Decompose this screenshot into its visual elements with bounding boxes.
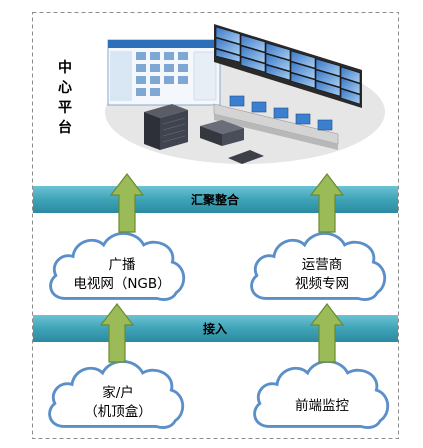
central-platform-char-4: 台 (58, 120, 72, 136)
central-platform-label: 中 心 平 台 (55, 58, 75, 138)
cloud-operator-label: 运营商 视频专网 (262, 256, 382, 294)
central-platform-char-3: 平 (58, 100, 72, 116)
cloud-home-line1: 家/户 (102, 385, 134, 401)
cloud-broadcast-line1: 广播 (108, 257, 136, 273)
cloud-broadcast-label: 广播 电视网（NGB） (62, 256, 182, 294)
cloud-home-label: 家/户 （机顶盒） (58, 384, 178, 422)
keyboard (228, 150, 264, 164)
access-band-label: 接入 (202, 322, 227, 336)
cloud-frontend-line1: 前端监控 (295, 398, 349, 414)
cloud-operator-line1: 运营商 (301, 257, 343, 273)
console-desk (213, 95, 339, 150)
cloud-operator-line2: 视频专网 (295, 276, 349, 292)
cloud-broadcast-line2: 电视网（NGB） (73, 276, 171, 292)
storage-device (200, 120, 244, 146)
video-wall (214, 24, 362, 108)
cloud-frontend (253, 359, 390, 430)
outer-dashed-border (32, 12, 399, 439)
cloud-home-line2: （机顶盒） (84, 404, 152, 420)
monitoring-software-screenshot (107, 39, 221, 106)
arrow-up-left-bottom (99, 303, 135, 363)
arrow-up-right-bottom (309, 303, 345, 363)
cloud-frontend-label: 前端监控 (262, 397, 382, 416)
server-rack (144, 104, 188, 150)
central-platform-char-2: 心 (58, 80, 72, 96)
arrow-up-left-top (109, 173, 145, 233)
arrow-up-right-top (309, 173, 345, 233)
central-platform-char-1: 中 (58, 60, 72, 76)
aggregation-band-label: 汇聚整合 (190, 193, 239, 207)
